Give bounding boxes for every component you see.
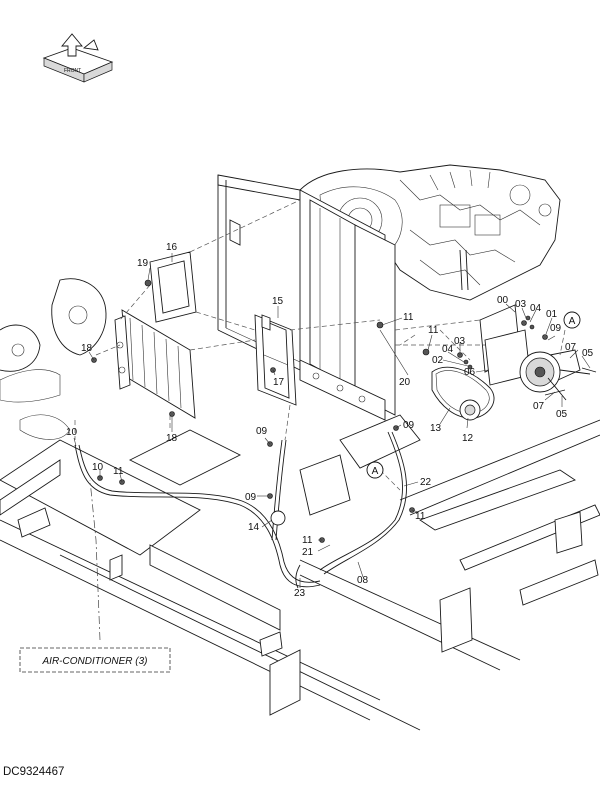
callout-18: 18 (81, 343, 93, 354)
callout-04: 04 (530, 303, 542, 314)
callout-04: 04 (442, 344, 454, 355)
filter-frame (149, 251, 197, 323)
sheet-reference-label: AIR-CONDITIONER (3) (42, 656, 148, 667)
callout-22: 22 (420, 477, 432, 488)
callout-10: 10 (92, 462, 104, 473)
callout-05: 05 (556, 409, 568, 420)
callout-07: 07 (533, 401, 545, 412)
callout-10: 10 (66, 427, 78, 438)
callout-17: 17 (273, 377, 285, 388)
callout-07: 07 (565, 342, 577, 353)
access-panel (254, 314, 297, 406)
callout-11: 11 (403, 312, 414, 323)
callout-14: 14 (248, 522, 260, 533)
callout-09: 09 (403, 420, 415, 431)
drive-belt (431, 366, 495, 421)
callout-03: 03 (515, 299, 527, 310)
callout-15: 15 (272, 296, 284, 307)
compressor-group (479, 304, 591, 396)
callout-08: 08 (357, 575, 369, 586)
callout-09: 09 (245, 492, 257, 503)
callout-11: 11 (302, 535, 313, 546)
callout-13: 13 (430, 423, 442, 434)
callout-23: 23 (294, 588, 306, 599)
callout-05: 05 (582, 348, 594, 359)
callout-20: 20 (399, 377, 411, 388)
callout-11: 11 (113, 466, 124, 477)
drawing-code: DC9324467 (3, 766, 65, 778)
sheet-reference-box: AIR-CONDITIONER (3) (19, 647, 171, 673)
reference-marker-a-lower: A (366, 461, 384, 479)
reference-marker-a-top: A (563, 311, 581, 329)
engine-illustration (299, 164, 561, 301)
callout-03: 03 (454, 336, 466, 347)
callout-16: 16 (166, 242, 178, 253)
guide-lines (74, 199, 566, 641)
callout-21: 21 (302, 547, 314, 558)
radiator-frame (217, 174, 396, 421)
callout-01: 01 (546, 309, 558, 320)
front-direction-icon: FRONT (42, 33, 114, 83)
callout-02: 02 (432, 355, 444, 366)
callout-06: 06 (464, 367, 476, 378)
callout-00: 00 (497, 295, 509, 306)
callout-09: 09 (550, 323, 562, 334)
front-label: FRONT (64, 68, 81, 74)
machine-frame (0, 278, 600, 731)
callout-09: 09 (256, 426, 268, 437)
reference-marker-label: A (372, 466, 379, 477)
callout-11: 11 (415, 511, 426, 522)
part-callouts: 16 19 15 17 18 18 11 20 11 03 04 02 06 0… (66, 242, 594, 599)
callout-19: 19 (137, 258, 149, 269)
condenser (114, 309, 196, 419)
ac-hoses (74, 431, 407, 589)
callout-18: 18 (166, 433, 178, 444)
leader-lines (73, 253, 591, 588)
callout-11: 11 (428, 325, 439, 336)
reference-marker-label: A (569, 316, 576, 327)
callout-12: 12 (462, 433, 474, 444)
